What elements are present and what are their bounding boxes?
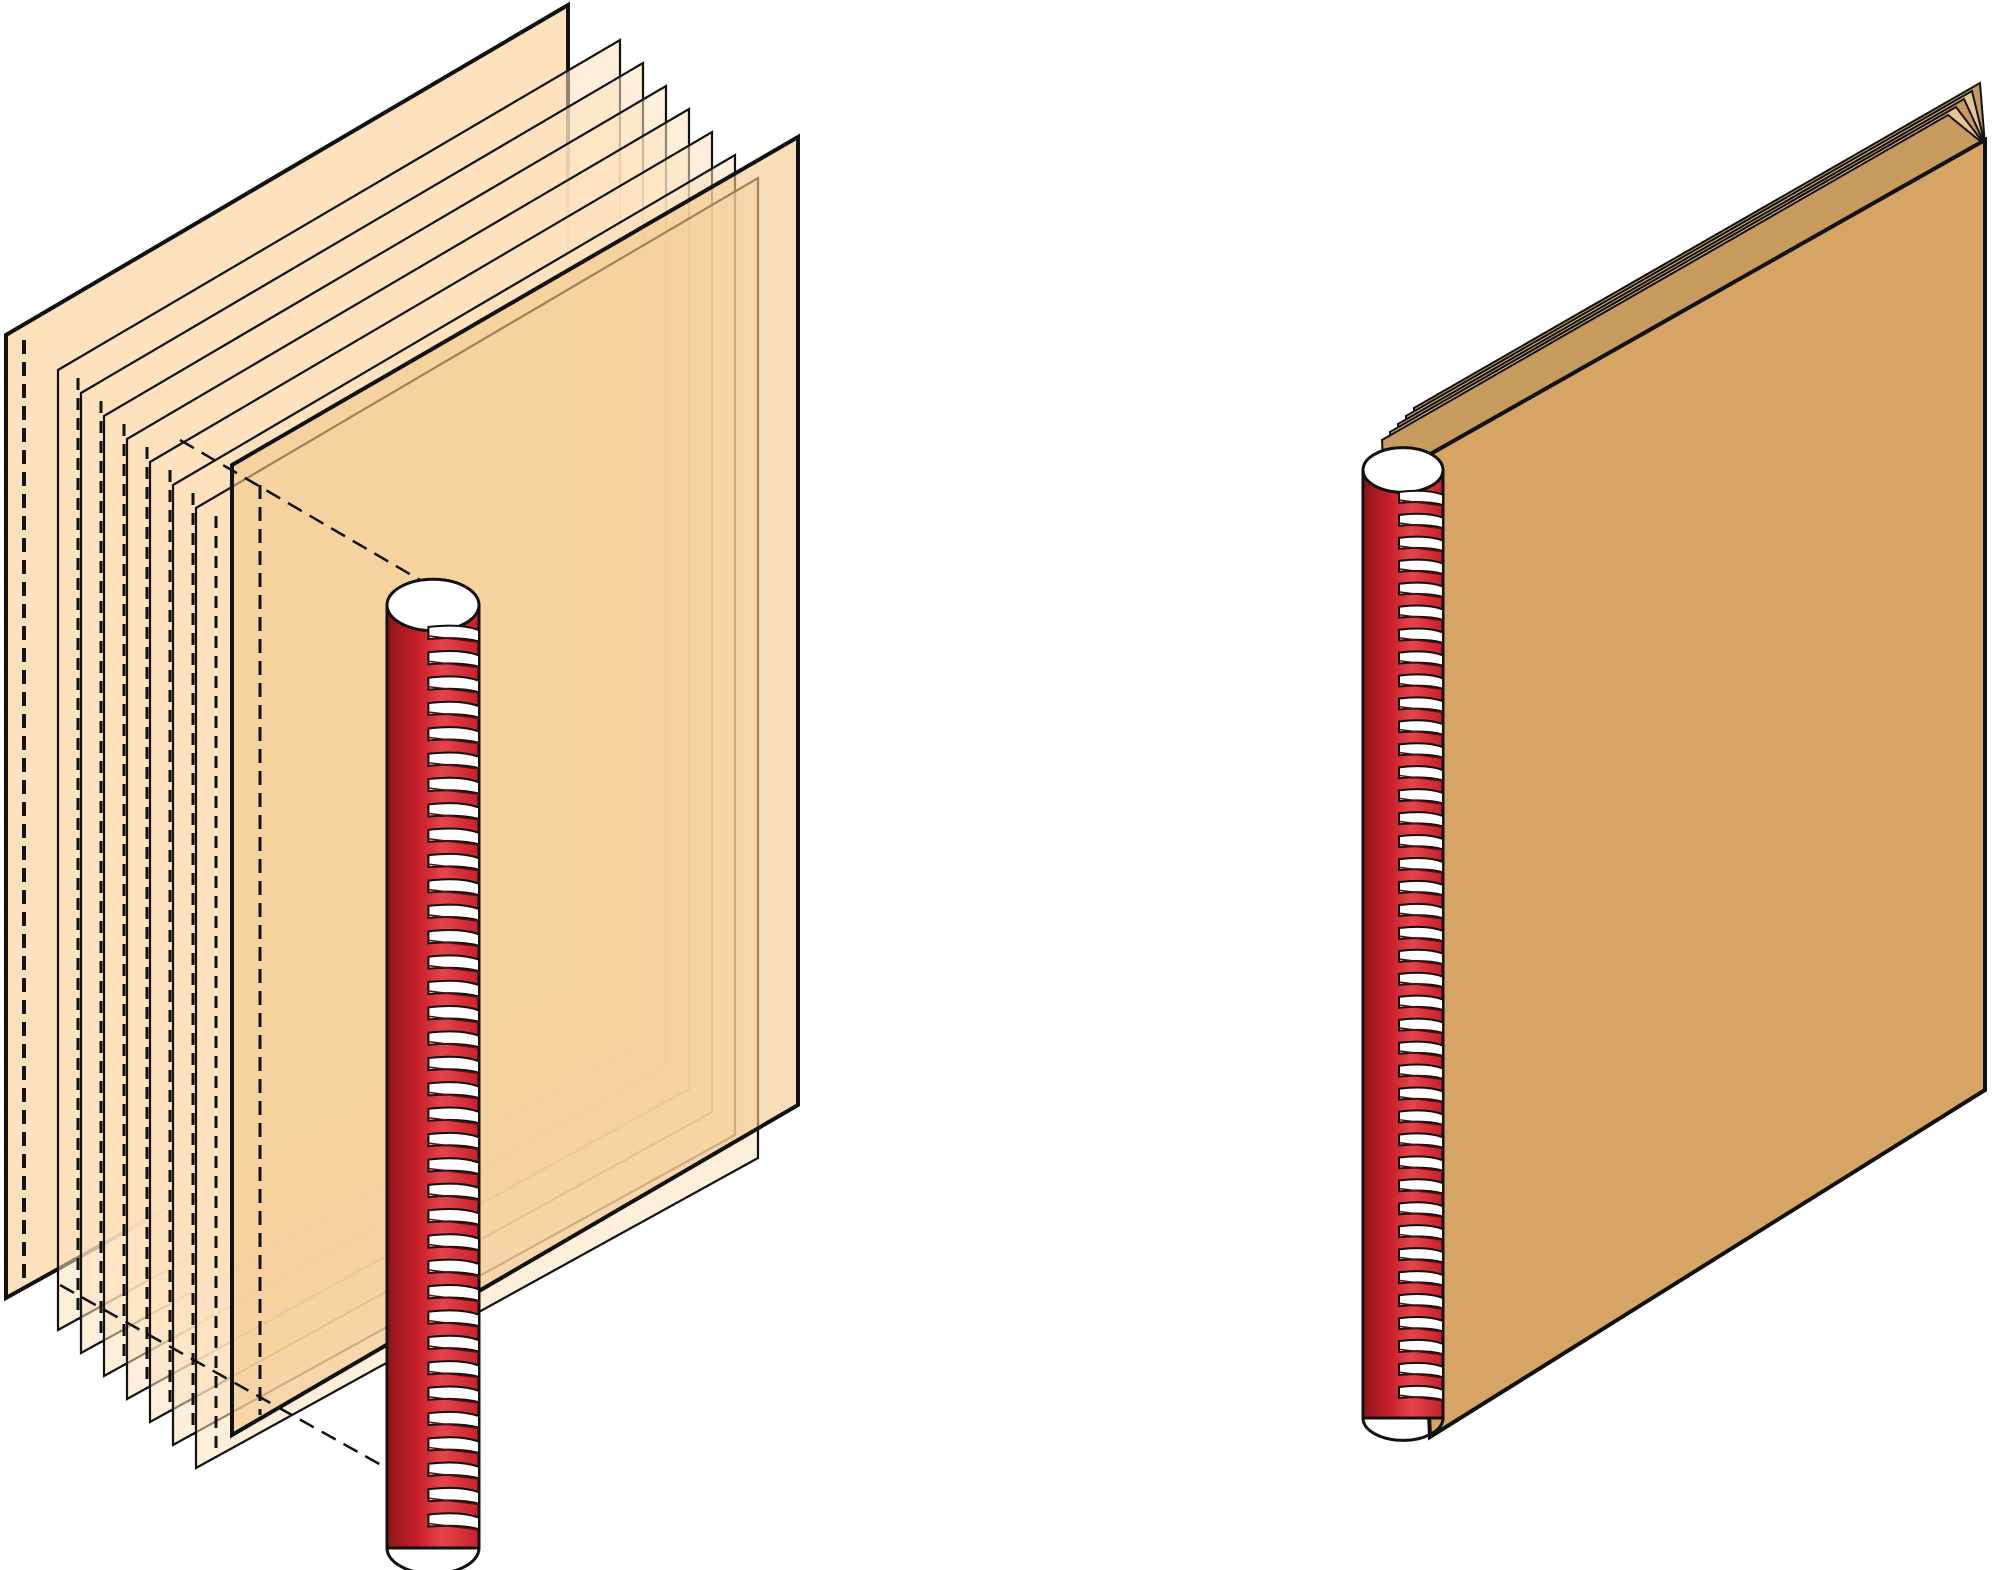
coil-ring-shadow (428, 1319, 480, 1328)
coil-ring-shadow (428, 1472, 480, 1480)
coil-ring-shadow (1398, 1279, 1444, 1287)
coil-ring-shadow (1398, 1348, 1444, 1356)
coil-tube (385, 603, 481, 1550)
coil-ring-shadow (1398, 1187, 1444, 1196)
coil-ring-shadow (1398, 1004, 1444, 1012)
coil-ring-shadow (1398, 568, 1444, 576)
coil-ring-shadow (428, 1522, 480, 1531)
assembled-book-view (1361, 81, 1987, 1442)
book-front-cover (1385, 136, 1987, 1441)
coil-ring-shadow (1398, 1027, 1444, 1035)
coil-ring-shadow (1398, 1394, 1444, 1402)
coil-ring-shadow (428, 1269, 480, 1277)
coil-ring-shadow (428, 812, 480, 821)
coil-ring-shadow (428, 914, 480, 922)
coil-ring-shadow (428, 761, 480, 770)
coil-ring-shadow (428, 1193, 480, 1201)
coil-ring-shadow (1398, 499, 1444, 507)
coil-ring-shadow (1398, 820, 1444, 828)
coil-ring-shadow (428, 1395, 480, 1404)
coil-ring-shadow (428, 1091, 480, 1100)
coil-ring-shadow (428, 635, 480, 643)
coil-ring-shadow (428, 685, 480, 694)
coil-ring-shadow (428, 1421, 480, 1430)
coil-ring-shadow (1398, 843, 1444, 851)
coil-top-opening (1361, 446, 1445, 494)
coil-ring-shadow (1398, 522, 1444, 530)
coil-ring-shadow (1398, 1233, 1444, 1241)
coil-ring-shadow (1398, 728, 1444, 737)
coil-ring-shadow (1398, 1164, 1444, 1173)
coil-ring-shadow (428, 1345, 480, 1354)
coil-ring-shadow (1398, 659, 1444, 668)
coil-ring-shadow (428, 1243, 480, 1252)
coil-bottom-edge (1361, 1417, 1445, 1442)
coil-ring-shadow (428, 1066, 480, 1075)
coil-ring-shadow (1398, 591, 1444, 599)
binding-coil-right (1361, 446, 1445, 1442)
coil-bottom-edge (385, 1547, 481, 1570)
coil-ring-shadow (1398, 912, 1444, 920)
coil-ring-shadow (1398, 1210, 1444, 1218)
coil-ring-shadow (1398, 866, 1444, 874)
coil-ring-shadow (1398, 1118, 1444, 1127)
coil-ring-shadow (1398, 545, 1444, 553)
coil-ring-shadow (1398, 751, 1444, 759)
exploded-view (4, 1, 800, 1570)
coil-ring-shadow (428, 1497, 480, 1506)
front-cover (230, 133, 800, 1439)
coil-top-opening (385, 577, 481, 633)
coil-ring-shadow (428, 736, 480, 745)
coil-ring-shadow (1398, 1073, 1444, 1081)
coil-ring-shadow (1398, 981, 1444, 989)
coil-ring-shadow (428, 1015, 480, 1024)
coil-ring-shadow (1398, 774, 1444, 782)
coil-ring-shadow (1398, 958, 1444, 966)
coil-ring-shadow (428, 787, 480, 796)
coil-ring-shadow (428, 1116, 480, 1125)
coil-ring-shadow (1398, 636, 1444, 645)
coil-ring-shadow (428, 1446, 480, 1455)
coil-ring-shadow (428, 1167, 480, 1176)
coil-ring-shadow (428, 863, 480, 872)
coil-ring-shadow (428, 888, 480, 897)
coil-ring-shadow (1398, 1050, 1444, 1058)
coil-ring-shadow (1398, 1302, 1444, 1310)
coil-ring-shadow (1398, 682, 1444, 691)
coil-ring-shadow (428, 1218, 480, 1227)
coil-ring-shadow (1398, 1256, 1444, 1264)
coil-ring-shadow (428, 838, 480, 846)
coil-ring-shadow (428, 660, 480, 669)
alignment-line-top (179, 438, 421, 582)
coil-ring-shadow (428, 939, 480, 948)
coil-ring-shadow (428, 1370, 480, 1379)
coil-ring-shadow (428, 1294, 480, 1303)
alignment-line-bottom (59, 1283, 391, 1472)
coil-ring-shadow (1398, 1141, 1444, 1150)
coil-ring-shadow (1398, 797, 1444, 805)
coil-ring-shadow (1398, 1371, 1444, 1379)
coil-ring-shadow (1398, 889, 1444, 897)
coil-ring-shadow (1398, 614, 1444, 622)
coil-ring-shadow (428, 1040, 480, 1049)
coil-ring-shadow (1398, 1325, 1444, 1333)
coil-ring-shadow (428, 1142, 480, 1151)
coil-ring-shadow (428, 964, 480, 973)
coil-ring-shadow (1398, 705, 1444, 714)
coil-ring-shadow (428, 990, 480, 999)
coil-ring-shadow (428, 711, 480, 720)
coil-ring-shadow (1398, 935, 1444, 943)
coil-ring-shadow (1398, 1095, 1444, 1104)
binding-coil-left (385, 577, 481, 1570)
